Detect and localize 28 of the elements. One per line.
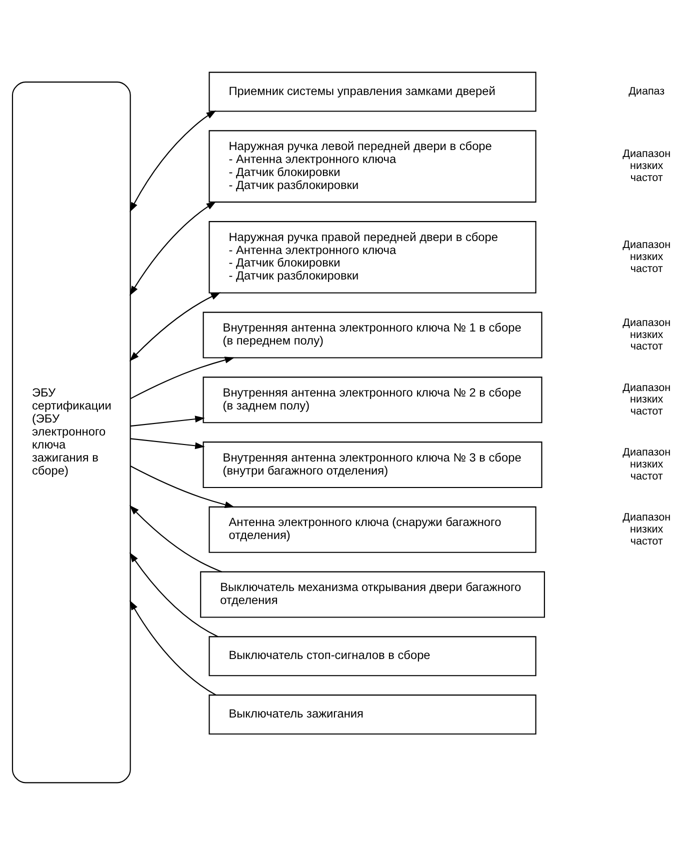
- label: Диапазон низких частот: [622, 316, 671, 353]
- arrow: [130, 438, 205, 450]
- node-box: Внутренняя антенна электронного ключа № 3 в сборе (внутри багажного отделения): [202, 442, 542, 488]
- label: Диапазон низких частот: [622, 511, 671, 548]
- arrow: [129, 292, 221, 362]
- node-box: Выключатель зажигания: [208, 694, 536, 735]
- label: Диапазон низких частот: [622, 382, 671, 418]
- node-box: Антенна электронного ключа (снаружи багажного отделения): [208, 506, 536, 553]
- label: Диапазон низких частот: [622, 148, 671, 184]
- arrow: [130, 552, 218, 638]
- label: Диапаз: [628, 85, 665, 98]
- label: Диапазон низких частот: [622, 239, 671, 275]
- arrow: [130, 416, 205, 427]
- node-box: Выключатель механизма открывания двери багажного отделения: [200, 571, 545, 618]
- arrow: [130, 356, 235, 400]
- node-box: Наружная ручка левой передней двери в сборе - Антенна электронного ключа - Датчик блокировки - Датчик разблокировки: [208, 130, 536, 203]
- node-box: Наружная ручка правой передней двери в сборе - Антенна электронного ключа - Датчик блокировки - Датчик разблокировки: [208, 221, 536, 294]
- arrow: [130, 201, 216, 296]
- node-box: Выключатель стоп-сигналов в сборе: [208, 636, 536, 676]
- arrow: [130, 600, 216, 696]
- arrow: [129, 505, 222, 572]
- node-box: Внутренняя антенна электронного ключа № 1 в сборе (в переднем полу): [202, 312, 542, 358]
- node-box: ЭБУ сертификации (ЭБУ электронного ключа зажигания в сборе): [12, 82, 131, 784]
- arrow: [130, 110, 216, 212]
- arrow: [130, 466, 235, 508]
- label: Диапазон низких частот: [622, 446, 671, 482]
- node-box: Внутренняя антенна электронного ключа № 2 в сборе (в заднем полу): [202, 376, 542, 424]
- node-box: Приемник системы управления замками дверей: [208, 72, 536, 112]
